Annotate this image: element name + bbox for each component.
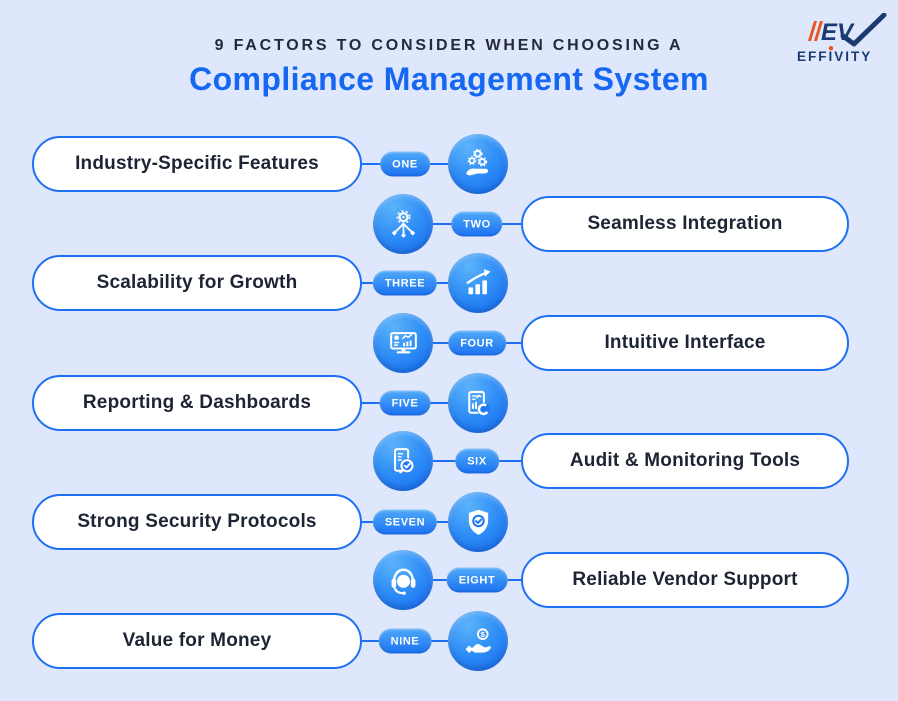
factor-label: Intuitive Interface (604, 332, 766, 353)
factor-pill: Scalability for Growth (32, 255, 362, 311)
number-badge: ONE (380, 151, 430, 177)
connector-line: NINE (362, 611, 448, 671)
number-badge: NINE (378, 628, 432, 654)
factor-pill: Strong Security Protocols (32, 494, 362, 550)
factor-label: Reliable Vendor Support (572, 569, 798, 590)
header-kicker: 9 FACTORS TO CONSIDER WHEN CHOOSING A (214, 37, 684, 54)
factor-pill: Industry-Specific Features (32, 136, 362, 192)
number-badge: SIX (455, 448, 499, 474)
connector-line: SEVEN (362, 492, 448, 552)
factor-row-5: Reporting & Dashboards FIVE (32, 373, 508, 433)
factor-pill: Reporting & Dashboards (32, 375, 362, 431)
connector-line: FOUR (433, 313, 521, 373)
connector-line: SIX (433, 431, 521, 491)
factor-label: Scalability for Growth (96, 272, 298, 293)
factor-label: Seamless Integration (587, 213, 783, 234)
headset-icon (373, 550, 433, 610)
monitor-dashboard-icon (373, 313, 433, 373)
factor-pill: Audit & Monitoring Tools (521, 433, 849, 489)
factor-label: Audit & Monitoring Tools (569, 450, 801, 471)
report-analytics-icon (448, 373, 508, 433)
factor-label: Strong Security Protocols (77, 511, 317, 532)
gear-network-icon (373, 194, 433, 254)
connector-line: ONE (362, 134, 448, 194)
number-badge: EIGHT (446, 567, 508, 593)
factor-label: Value for Money (122, 630, 272, 651)
number-badge: SEVEN (372, 509, 438, 535)
number-badge: FIVE (379, 390, 431, 416)
factor-label: Industry-Specific Features (75, 153, 319, 174)
logo-brand-text: EFFIVITY (797, 49, 872, 64)
connector-line: TWO (433, 194, 521, 254)
number-badge: THREE (372, 270, 438, 296)
svg-text:$: $ (480, 630, 485, 639)
factor-row-9: Value for Money NINE $ (32, 611, 508, 671)
factor-row-2: TWO Seamless Integration (373, 194, 849, 254)
factor-row-6: SIX Audit & Monitoring Tools (373, 431, 849, 491)
effivity-logo: EV EFFIVITY (796, 12, 890, 65)
number-badge: FOUR (448, 330, 506, 356)
factor-row-7: Strong Security Protocols SEVEN (32, 492, 508, 552)
connector-line: THREE (362, 253, 448, 313)
factor-pill: Value for Money (32, 613, 362, 669)
connector-line: EIGHT (433, 550, 521, 610)
hand-coin-icon: $ (448, 611, 508, 671)
factor-row-1: Industry-Specific Features ONE (32, 134, 508, 194)
hand-gears-icon (448, 134, 508, 194)
factor-row-3: Scalability for Growth THREE (32, 253, 508, 313)
logo-checkmark (840, 12, 887, 47)
audit-search-icon (373, 431, 433, 491)
factor-pill: Seamless Integration (521, 196, 849, 252)
effivity-logo-graphic: EV EFFIVITY (797, 12, 887, 64)
factor-pill: Intuitive Interface (521, 315, 849, 371)
factor-row-4: FOUR Intuitive Interface (373, 313, 849, 373)
number-badge: TWO (451, 211, 503, 237)
growth-chart-icon (448, 253, 508, 313)
shield-check-icon (448, 492, 508, 552)
factor-label: Reporting & Dashboards (82, 392, 312, 413)
logo-i-dot (828, 46, 834, 51)
factor-pill: Reliable Vendor Support (521, 552, 849, 608)
connector-line: FIVE (362, 373, 448, 433)
factor-row-8: EIGHT Reliable Vendor Support (373, 550, 849, 610)
page-title: Compliance Management System (189, 61, 709, 97)
